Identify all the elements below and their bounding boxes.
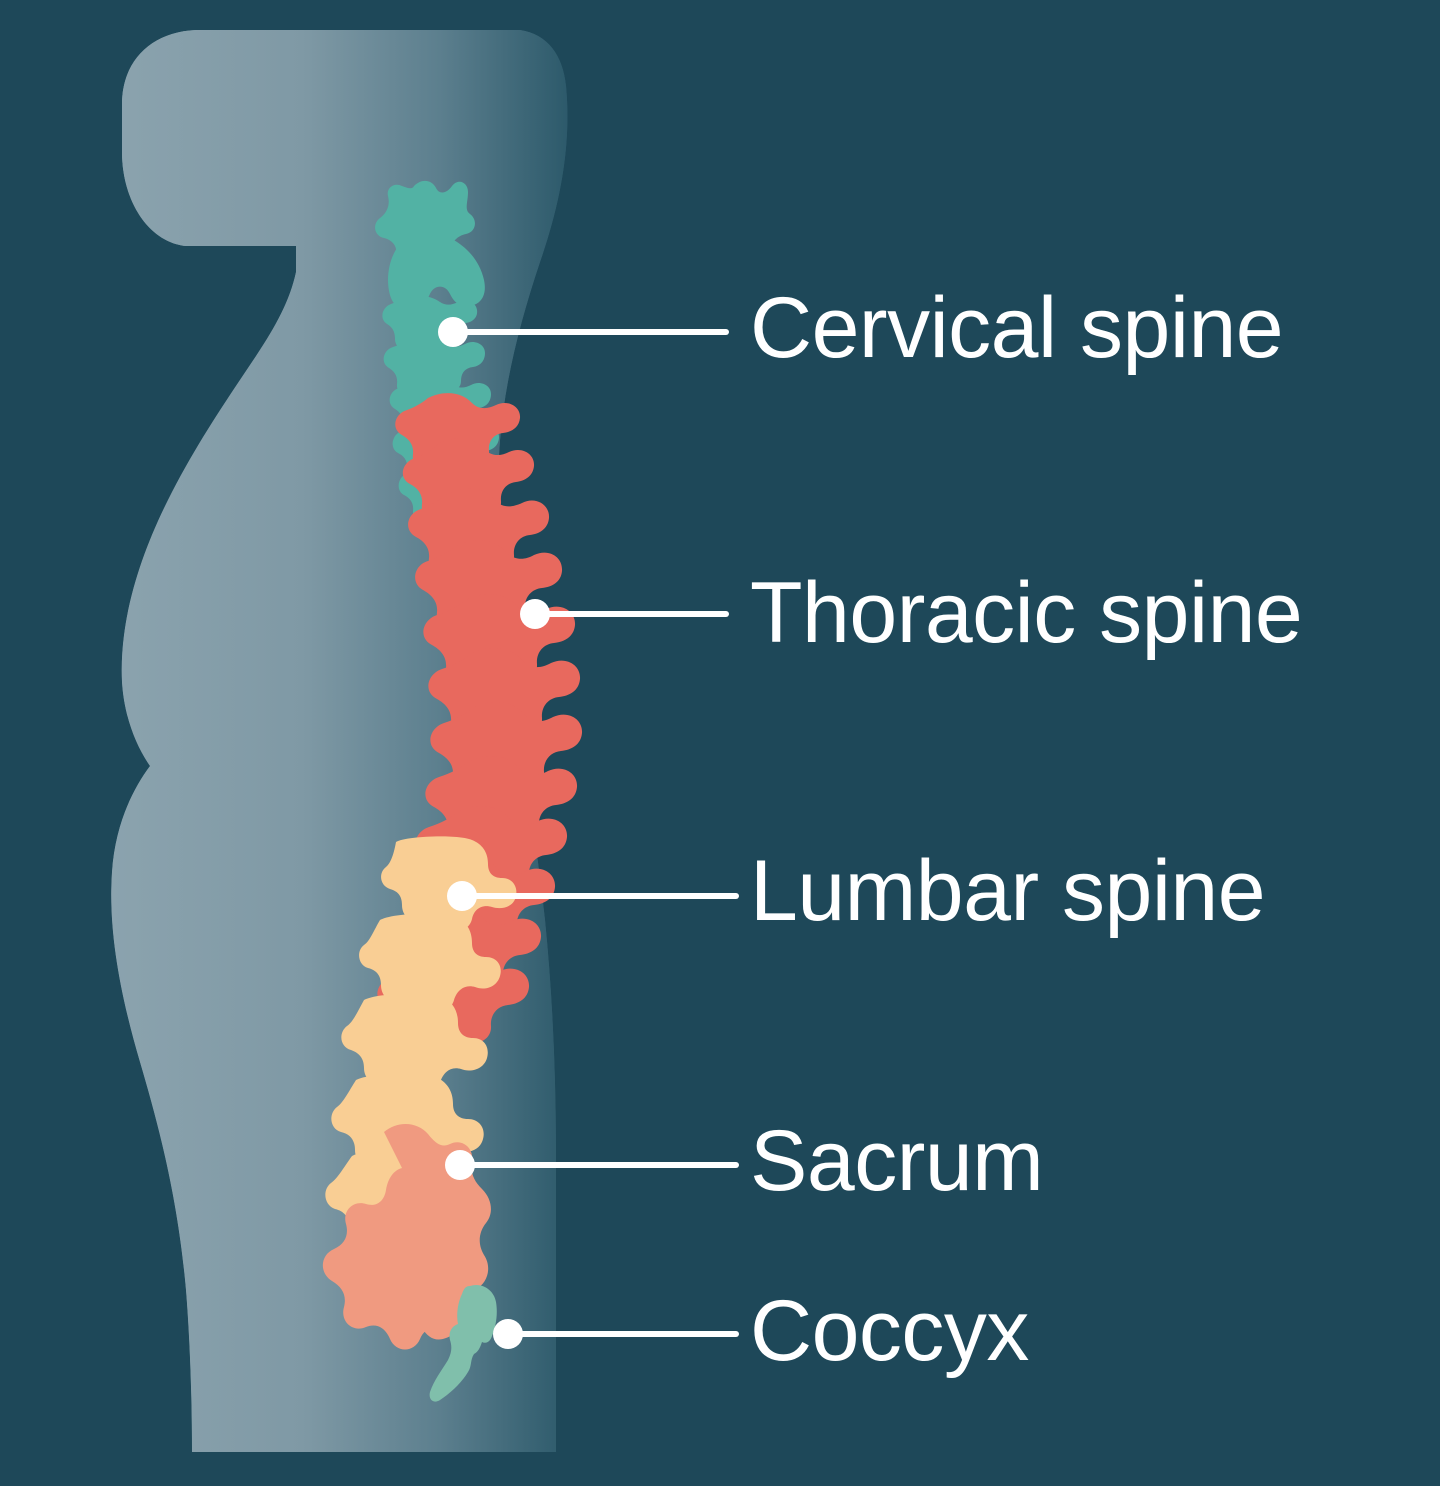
label-cervical-spine: Cervical spine <box>750 280 1284 376</box>
leader-dot-cervical <box>438 317 468 347</box>
region-coccyx <box>429 1284 497 1402</box>
leader-dots <box>438 317 550 1349</box>
leader-dot-coccyx <box>493 1319 523 1349</box>
label-sacrum: Sacrum <box>750 1113 1044 1209</box>
leader-dot-lumbar <box>447 881 477 911</box>
label-lumbar-spine: Lumbar spine <box>750 843 1266 939</box>
leader-dot-thoracic <box>520 599 550 629</box>
label-coccyx: Coccyx <box>750 1283 1029 1379</box>
leader-lines <box>450 329 739 1337</box>
label-thoracic-spine: Thoracic spine <box>750 565 1303 661</box>
leader-dot-sacrum <box>445 1150 475 1180</box>
region-sacrum <box>322 1123 491 1350</box>
